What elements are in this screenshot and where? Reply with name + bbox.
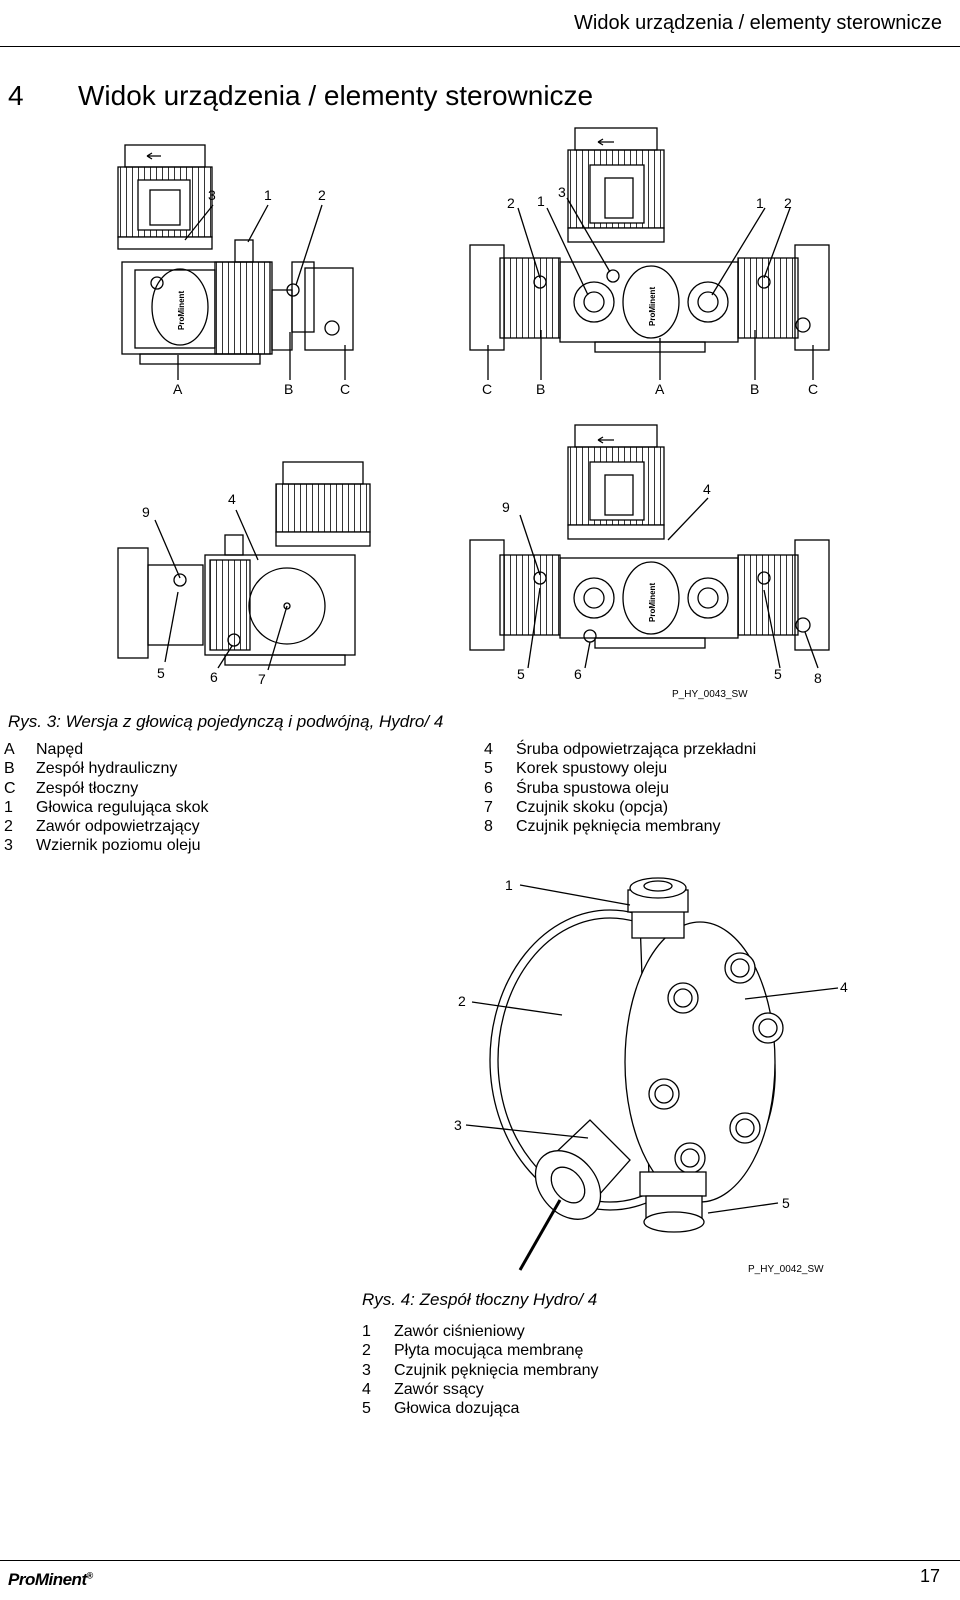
pump-double-head-rear-callout-lines (519, 497, 819, 669)
callout: 3 (454, 1117, 462, 1133)
callout: C (482, 381, 492, 397)
callout: 9 (502, 499, 510, 515)
pump-brand-label: ProMinent (177, 291, 186, 330)
callout: 3 (558, 184, 566, 200)
callout: 4 (703, 481, 711, 497)
page-number: 17 (919, 1566, 940, 1586)
callout: 6 (210, 669, 218, 685)
header-rule (0, 46, 960, 47)
figure-4-caption: Rys. 4: Zespół tłoczny Hydro/ 4 (362, 1290, 598, 1309)
pump-single-head-rear-callout-lines (154, 509, 288, 671)
callout: A (173, 381, 183, 397)
pump-single-head-front-callout-lines (177, 204, 346, 380)
callout: 2 (784, 195, 792, 211)
pump-double-head-rear (469, 424, 830, 651)
running-header: Widok urządzenia / elementy sterownicze (574, 12, 942, 34)
figure-4-drawing: 1 2 4 3 5 P_HY_0042_SW (454, 877, 848, 1275)
callout: 7 (258, 671, 266, 687)
callout: 2 (507, 195, 515, 211)
figure-3-drawing: ProMinent ProMinent ProMinent 3 1 2 2 1 … (117, 127, 830, 700)
pump-single-head-rear (117, 461, 371, 666)
section-title: Widok urządzenia / elementy sterownicze (78, 80, 594, 111)
callout: 2 (458, 993, 466, 1009)
callout: 5 (157, 665, 165, 681)
callout: 3 (208, 187, 216, 203)
pump-brand-label: ProMinent (648, 287, 657, 326)
callout: 4 (228, 491, 236, 507)
brand-logo: ProMinent® (8, 1570, 93, 1589)
footer-rule (0, 1560, 960, 1561)
callout: 5 (782, 1195, 790, 1211)
callout: 5 (774, 666, 782, 682)
drawing-code: P_HY_0043_SW (672, 689, 748, 700)
figure-3-caption: Rys. 3: Wersja z głowicą pojedynczą i po… (8, 712, 444, 731)
pump-single-head-front (117, 144, 354, 365)
callout: B (284, 381, 293, 397)
pump-double-head-front (469, 127, 830, 353)
callout: 4 (840, 979, 848, 995)
callout: C (340, 381, 350, 397)
callout: B (750, 381, 759, 397)
callout: C (808, 381, 818, 397)
callout: 1 (505, 877, 513, 893)
callout: 9 (142, 504, 150, 520)
pump-brand-label: ProMinent (648, 583, 657, 622)
pump-double-head-front-callout-lines (487, 197, 814, 380)
dosing-head-drawing (465, 877, 839, 1271)
callout: B (536, 381, 545, 397)
section-number: 4 (8, 80, 24, 111)
callout: 5 (517, 666, 525, 682)
callout: 6 (574, 666, 582, 682)
callout: 1 (537, 193, 545, 209)
callout: 2 (318, 187, 326, 203)
callout: 1 (756, 195, 764, 211)
callout: A (655, 381, 665, 397)
callout: 1 (264, 187, 272, 203)
drawing-code: P_HY_0042_SW (748, 1264, 824, 1275)
callout: 8 (814, 670, 822, 686)
